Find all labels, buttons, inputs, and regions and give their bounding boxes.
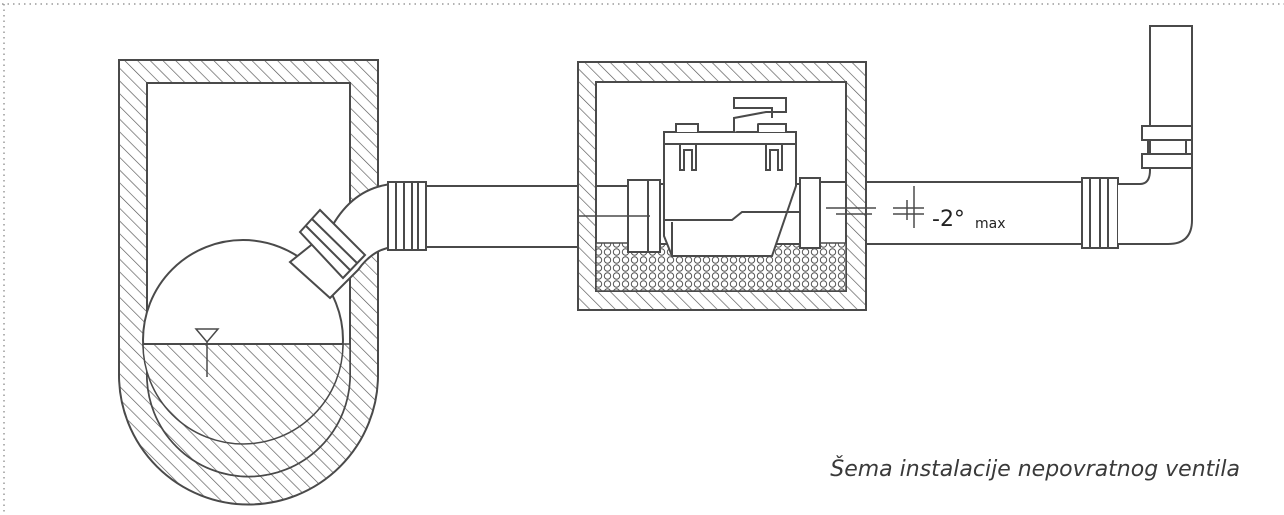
check-valve [627, 97, 821, 257]
slope-indicator [578, 186, 924, 228]
slope-label: -2° max [932, 207, 1006, 232]
diagram-caption: Šema instalacije nepovratnog ventila [830, 457, 1240, 482]
water-level-icon [194, 328, 220, 377]
collector-sphere [142, 239, 344, 445]
slope-max-subscript: max [975, 216, 1006, 232]
slope-angle-value: -2° [932, 207, 965, 232]
vertical-pipe [1118, 25, 1193, 245]
right-coupling [1081, 177, 1119, 249]
